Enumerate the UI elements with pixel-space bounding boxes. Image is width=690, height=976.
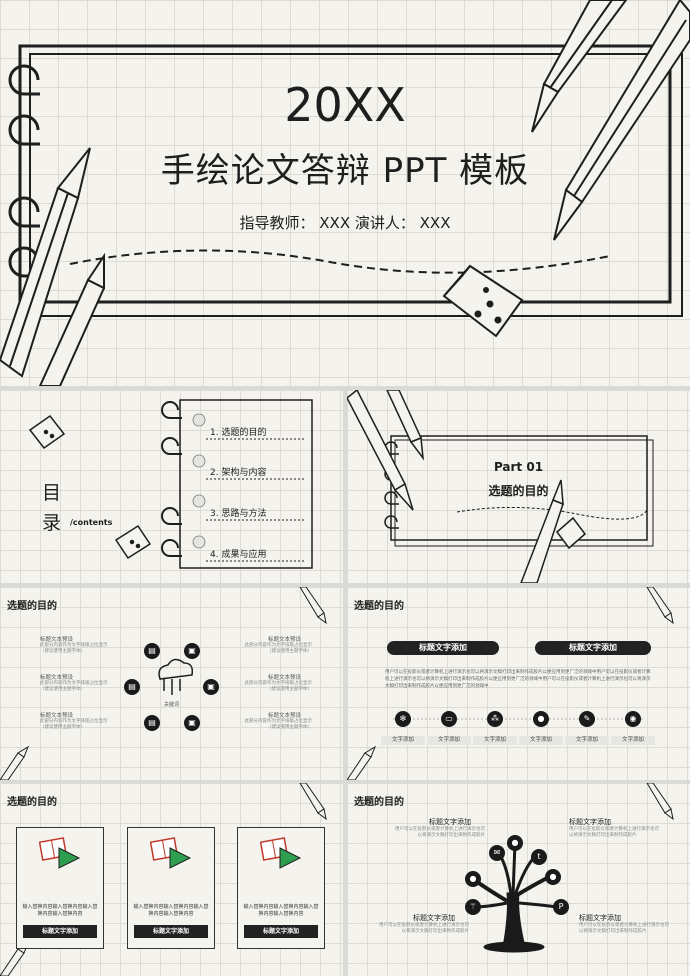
slide-b-tag-1: 文字添加 bbox=[381, 736, 425, 745]
toc-item-2[interactable]: 2. 架构与内容 bbox=[210, 468, 267, 478]
drop-icon: ● bbox=[533, 711, 549, 727]
slide-d-title: 选题的目的 bbox=[354, 797, 404, 808]
slide-c-title: 选题的目的 bbox=[7, 797, 57, 808]
pencil-icon: ✎ bbox=[579, 711, 595, 727]
book-icon bbox=[150, 837, 192, 869]
toc-item-4[interactable]: 4. 成果与应用 bbox=[210, 550, 267, 560]
slide-b-tag-2: 文字添加 bbox=[427, 736, 471, 745]
left-item-2-title: 标题文本预设 bbox=[40, 675, 74, 681]
chat-icon: ▭ bbox=[441, 711, 457, 727]
toc-slide[interactable]: 目 录 /contents 1. 选题的目的 2. 架构与内容 3. 思路与方法… bbox=[0, 390, 343, 583]
card-2-text: 输入替换内容输入替换内容输入替换内容输入替换内容 bbox=[133, 904, 209, 917]
tumblr-icon: t bbox=[531, 849, 547, 865]
right-item-3-desc: 此部分内容作为文字排版占位显示（建议使用主题字体） bbox=[244, 719, 313, 730]
pinterest-icon: P bbox=[553, 899, 569, 915]
slide-cards[interactable]: 选题的目的 输入替换内容输入替换内容输入替换内容输入替换内容 标题文字添加 输入… bbox=[0, 783, 343, 976]
tree-item-1-desc: 用户可以在投影仪或者计算机上进行演示也可以将演示文稿打印出来制作成胶片 bbox=[395, 827, 485, 838]
toc-heading-2: 录 bbox=[42, 512, 62, 534]
toc-heading-1: 目 bbox=[42, 482, 62, 504]
tree-drawing bbox=[471, 783, 674, 953]
keyword-icon-1: ▤ bbox=[144, 643, 160, 659]
part-slide[interactable]: Part 01 选题的目的 bbox=[347, 390, 690, 583]
toc-heading-en: /contents bbox=[70, 518, 113, 527]
left-item-1-title: 标题文本预设 bbox=[40, 637, 74, 643]
bulb-icon: ◉ bbox=[625, 711, 641, 727]
cover-subtitle: 手绘论文答辩 PPT 模板 bbox=[160, 151, 530, 191]
tree-item-4-title: 标题文字添加 bbox=[579, 914, 621, 922]
tree-item-3-desc: 用户可以在投影仪或者计算机上进行演示也可以将演示文稿打印出来制作成胶片 bbox=[379, 923, 469, 934]
card-2-button[interactable]: 标题文字添加 bbox=[134, 925, 208, 938]
slide-b-paragraph: 用户可以在投影仪或者计算机上进行演示也可以将演示文稿打印出来制作成胶片以便应用到… bbox=[385, 670, 651, 689]
left-item-1-desc: 此部分内容作为文字排版占位显示（建议使用主题字体） bbox=[40, 643, 108, 654]
keyword-icon-5: ▤ bbox=[144, 715, 160, 731]
left-item-3-desc: 此部分内容作为文字排版占位显示（建议使用主题字体） bbox=[40, 719, 108, 730]
left-item-3-title: 标题文本预设 bbox=[40, 713, 74, 719]
left-item-2-desc: 此部分内容作为文字排版占位显示（建议使用主题字体） bbox=[40, 681, 108, 692]
leaf-icon: ● bbox=[465, 871, 481, 887]
right-item-2-title: 标题文本预设 bbox=[268, 675, 302, 681]
tree-item-4-desc: 用户可以在投影仪或者计算机上进行演示也可以将演示文稿打印出来制作成胶片 bbox=[579, 923, 669, 934]
card-1-button[interactable]: 标题文字添加 bbox=[23, 925, 97, 938]
keyword-icon-4: ▣ bbox=[203, 679, 219, 695]
right-item-1-title: 标题文本预设 bbox=[268, 637, 302, 643]
keyword-icon-6: ▣ bbox=[184, 715, 200, 731]
content-card-2[interactable]: 输入替换内容输入替换内容输入替换内容输入替换内容 标题文字添加 bbox=[127, 827, 215, 949]
right-item-1-desc: 此部分内容作为文字排版占位显示（建议使用主题字体） bbox=[244, 643, 313, 654]
right-item-2-desc: 此部分内容作为文字排版占位显示（建议使用主题字体） bbox=[244, 681, 313, 692]
toc-item-1[interactable]: 1. 选题的目的 bbox=[210, 428, 267, 438]
slide-keyword[interactable]: 选题的目的 ▤ ▣ ▤ ▣ ▤ ▣ 关键词 标题文本预设 此部分内容作为文字排版… bbox=[0, 587, 343, 780]
slide-b-tag-5: 文字添加 bbox=[565, 736, 609, 745]
mail-icon: ✉ bbox=[489, 845, 505, 861]
book-icon bbox=[260, 837, 302, 869]
card-1-text: 输入替换内容输入替换内容输入替换内容输入替换内容 bbox=[22, 904, 98, 917]
slide-a-title: 选题的目的 bbox=[7, 601, 57, 612]
book-icon bbox=[39, 837, 81, 869]
content-card-1[interactable]: 输入替换内容输入替换内容输入替换内容输入替换内容 标题文字添加 bbox=[16, 827, 104, 949]
card-3-button[interactable]: 标题文字添加 bbox=[244, 925, 318, 938]
cover-slide[interactable]: 20XX 手绘论文答辩 PPT 模板 指导教师： XXX 演讲人： XXX bbox=[0, 0, 690, 386]
slide-b-pill-1: 标题文字添加 bbox=[387, 641, 499, 655]
rss-icon: ⚚ bbox=[465, 899, 481, 915]
keyword-icon-2: ▣ bbox=[184, 643, 200, 659]
content-card-3[interactable]: 输入替换内容输入替换内容输入替换内容输入替换内容 标题文字添加 bbox=[237, 827, 325, 949]
tree-item-1-title: 标题文字添加 bbox=[429, 818, 471, 826]
part-title: 选题的目的 bbox=[488, 484, 549, 498]
slide-b-title: 选题的目的 bbox=[354, 601, 404, 612]
slide-b-tag-3: 文字添加 bbox=[473, 736, 517, 745]
slide-b-tag-6: 文字添加 bbox=[611, 736, 655, 745]
tree-item-3-title: 标题文字添加 bbox=[413, 914, 455, 922]
part-drawing bbox=[347, 390, 654, 583]
card-3-text: 输入替换内容输入替换内容输入替换内容输入替换内容 bbox=[243, 904, 319, 917]
tree-item-2-desc: 用户可以在投影仪或者计算机上进行演示也可以将演示文稿打印出来制作成胶片 bbox=[569, 827, 659, 838]
toc-item-3[interactable]: 3. 思路与方法 bbox=[210, 509, 267, 519]
gear-icon: ✻ bbox=[395, 711, 411, 727]
leaf-icon: ● bbox=[507, 835, 523, 851]
toc-drawing bbox=[28, 399, 313, 569]
cover-title: 20XX bbox=[284, 78, 406, 132]
slide-tree[interactable]: 选题的目的 ✉ ● t ● ● ⚚ P 标题文字添加 用户可以在投影仪或者计算机… bbox=[347, 783, 690, 976]
keyword-icon-3: ▤ bbox=[124, 679, 140, 695]
cover-drawing bbox=[0, 0, 690, 386]
right-item-3-title: 标题文本预设 bbox=[268, 713, 302, 719]
leaf-icon: ● bbox=[545, 869, 561, 885]
cover-presenter: 指导教师： XXX 演讲人： XXX bbox=[239, 214, 451, 232]
slide-icons-row[interactable]: 选题的目的 标题文字添加 标题文字添加 用户可以在投影仪或者计算机上进行演示也可… bbox=[347, 587, 690, 780]
slide-b-drawing bbox=[347, 587, 674, 780]
part-number: Part 01 bbox=[493, 460, 544, 474]
tree-item-2-title: 标题文字添加 bbox=[569, 818, 611, 826]
keyword-center-label: 关键词 bbox=[163, 702, 179, 708]
network-icon: ⁂ bbox=[487, 711, 503, 727]
slide-b-pill-2: 标题文字添加 bbox=[535, 641, 651, 655]
slide-a-drawing bbox=[0, 587, 327, 780]
slide-b-tag-4: 文字添加 bbox=[519, 736, 563, 745]
